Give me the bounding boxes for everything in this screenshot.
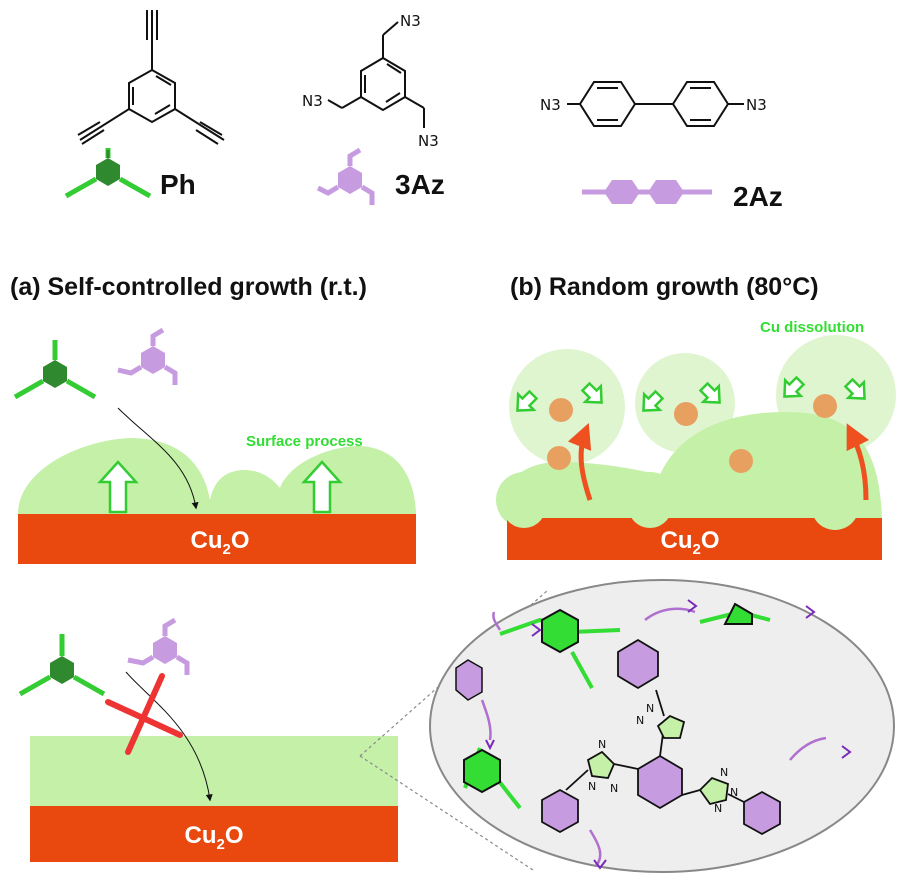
panel-c-substrate — [30, 806, 398, 862]
panel-a-up-arrow-2 — [301, 460, 343, 514]
az2-structure — [567, 81, 744, 127]
az3-azide-bottom: N3 — [418, 132, 439, 150]
panel-a-ph-monomer — [13, 340, 97, 400]
panel-b-particle-3 — [674, 402, 698, 426]
network-n-2: N — [636, 714, 644, 727]
panel-b-substrate-label: Cu2O — [660, 527, 719, 558]
az3-azide-left-text: N3 — [302, 92, 323, 110]
panel-c-substrate-label: Cu2O — [184, 822, 243, 853]
panel-b-particle-2 — [547, 446, 571, 470]
panel-b-etch-left — [502, 484, 546, 528]
panel-a-cu-sub: 2 — [222, 541, 230, 558]
panel-b-particle-1 — [549, 398, 573, 422]
panel-b-hollow-arrow-1 — [516, 389, 539, 412]
panel-c-blocked-arrow — [125, 671, 213, 802]
network-n-3: N — [598, 738, 606, 751]
network-n-4: N — [588, 780, 596, 793]
panel-b-particle-5 — [813, 394, 837, 418]
ph-label: Ph — [160, 169, 196, 200]
network-zoom: N N N N N N N N — [429, 579, 895, 873]
panel-b-etch-right — [811, 482, 859, 530]
panel-a-diffusion-arrow — [117, 407, 199, 510]
panel-b: Cu2O Cu dissolution — [496, 319, 896, 560]
az2-azide-right-text: N3 — [746, 96, 767, 114]
panel-a-title: (a) Self-controlled growth (r.t.) — [10, 273, 367, 301]
network-core — [541, 638, 781, 836]
network-n-5: N — [610, 782, 618, 795]
panel-a: Cu2O Surface process — [13, 327, 416, 564]
panel-b-title: (b) Random growth (80°C) — [510, 273, 819, 301]
ph-icon — [64, 148, 152, 199]
network-ph-ring-1 — [541, 608, 579, 654]
network-n-8: N — [714, 802, 722, 815]
panel-b-dissolution-arrows — [516, 375, 866, 412]
network-az-fragment-1 — [455, 659, 483, 701]
az2-azide-left: N3 — [540, 96, 561, 114]
az2-azide-left-text: N3 — [540, 96, 561, 114]
az3-azide-bottom-text: N3 — [418, 132, 439, 150]
panel-c-cu: Cu — [184, 822, 216, 849]
panel-b-particle-4 — [729, 449, 753, 473]
network-chevrons — [485, 599, 852, 870]
network-n-1: N — [646, 702, 654, 715]
zoom-guide-bottom — [359, 755, 534, 871]
network-n-labels: N N N N N N N N — [588, 702, 738, 815]
panel-b-red-arrow-2 — [846, 423, 870, 501]
panel-b-etch-mid — [628, 484, 672, 528]
panel-a-substrate-label: Cu2O — [190, 527, 249, 558]
panel-a-up-arrow-1 — [97, 460, 139, 514]
panel-b-cu-sub: 2 — [692, 541, 700, 558]
panel-b-hollow-arrow-3 — [642, 389, 665, 412]
az3-azide-left: N3 — [302, 92, 323, 110]
panel-b-substrate — [507, 518, 882, 560]
panel-b-film — [507, 412, 882, 520]
network-ph-ring-2 — [463, 748, 501, 794]
az3-structure — [327, 21, 425, 128]
network-ph-ring-3 — [723, 602, 753, 625]
panel-b-o: O — [701, 527, 720, 554]
panel-c-az3-monomer — [127, 617, 190, 675]
panel-b-dissolution-note: Cu dissolution — [760, 319, 864, 336]
panel-b-red-arrow-1 — [567, 423, 593, 501]
az3-icon — [316, 147, 375, 205]
network-n-7: N — [730, 786, 738, 799]
panel-b-hollow-arrow-4 — [698, 381, 721, 404]
panel-c: Cu2O — [18, 589, 549, 871]
panel-c-o: O — [225, 822, 244, 849]
az2-label: 2Az — [733, 181, 783, 212]
panel-c-ph-monomer — [18, 634, 106, 697]
panel-b-hollow-arrow-6 — [843, 377, 866, 400]
network-n-6: N — [720, 766, 728, 779]
ph-structure — [77, 10, 225, 145]
panel-b-cu: Cu — [660, 527, 692, 554]
panel-a-cu: Cu — [190, 527, 222, 554]
panel-a-surface-note: Surface process — [246, 433, 363, 450]
az3-label: 3Az — [395, 169, 445, 200]
panel-b-hollow-arrow-2 — [580, 381, 603, 404]
blocked-cross-icon — [105, 673, 183, 755]
az3-azide-top: N3 — [400, 12, 421, 30]
panel-c-film — [30, 736, 398, 806]
panel-a-o: O — [231, 527, 250, 554]
panel-b-hollow-arrow-5 — [783, 375, 806, 398]
az2-azide-right: N3 — [746, 96, 767, 114]
panel-a-substrate — [18, 514, 416, 564]
az2-icon — [582, 180, 712, 204]
az3-azide-top-text: N3 — [400, 12, 421, 30]
panel-a-az3-monomer — [117, 327, 178, 385]
panel-c-cu-sub: 2 — [216, 836, 224, 853]
